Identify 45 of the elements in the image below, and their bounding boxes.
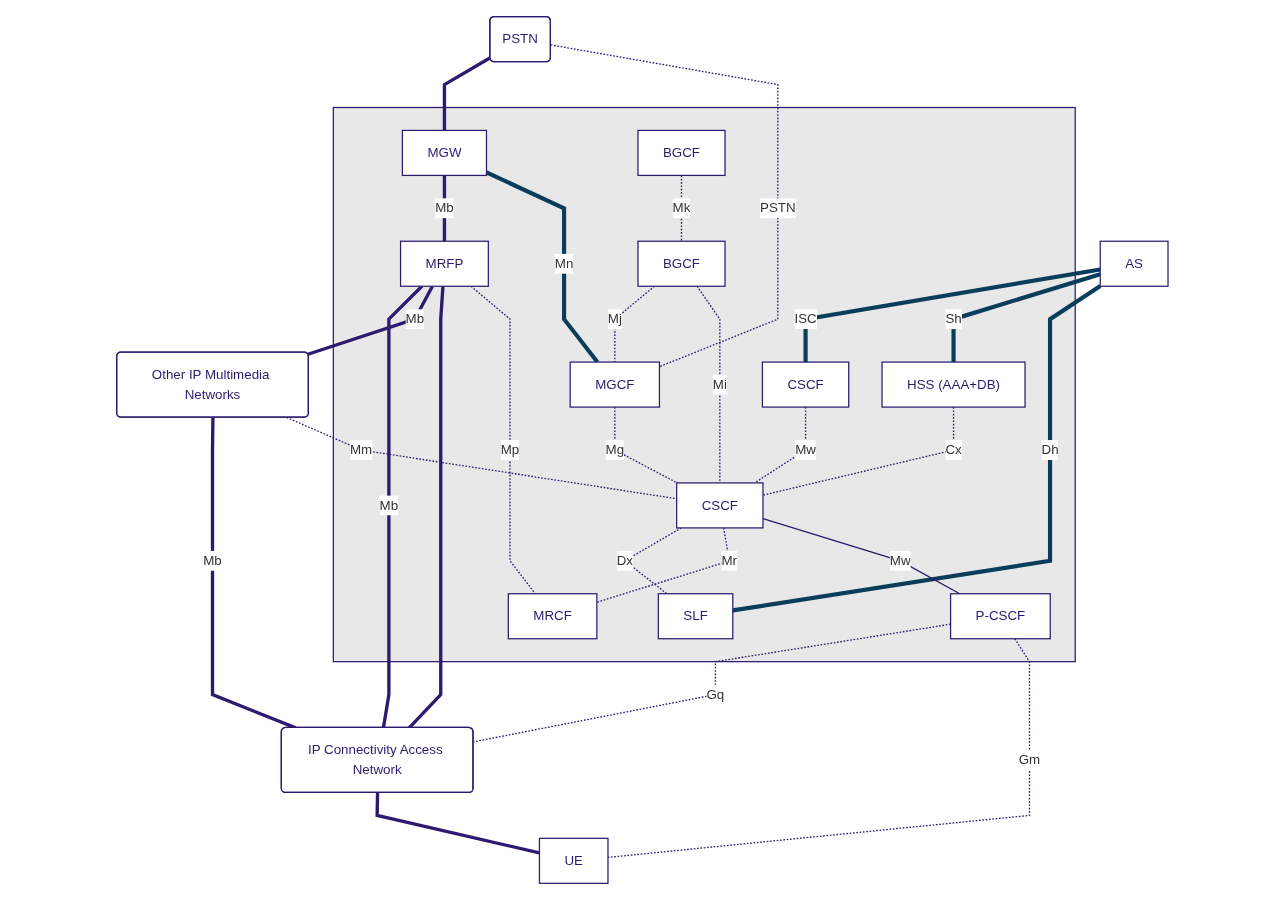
edge-label: PSTN [760,200,796,215]
cluster [332,106,1076,663]
node-box: BGCF [637,240,726,287]
node-box: P-CSCF [950,593,1051,640]
edge-label: Cx [945,442,962,457]
edge-label: Dh [1041,442,1059,457]
connector [375,792,540,855]
edge-label: Mm [350,442,373,457]
edge-label: Mn [554,256,574,271]
node-box: MGW [401,129,488,177]
node-box: BGCF [637,129,726,177]
node-box: CSCF [676,482,764,529]
node-box: HSS (AAA+DB) [881,361,1026,408]
node-box: SLF [657,593,734,640]
edge-label: Mp [500,442,520,457]
connector [803,267,1101,363]
edge-label: ISC [794,311,817,326]
edge-label: Mi [712,377,728,392]
edge-label: Mj [607,311,623,326]
edge-label: Mk [672,200,691,215]
edge-label: Gq [706,687,725,702]
connector [485,170,600,364]
connector [307,285,435,356]
edge-label: Mw [890,553,911,568]
edge-label: Mb [379,497,399,513]
connector [951,272,1101,363]
edge-label: Gm [1018,752,1041,767]
connector [696,285,721,484]
edge-label: Sh [945,311,962,326]
edge-label: Mg [605,442,625,457]
edge-label: Mb [203,553,222,568]
edge-label: Mw [795,442,817,457]
node-box: MRCF [507,593,598,640]
connector [732,284,1102,613]
edge-label: Mb [435,200,454,215]
node-box: CSCF [761,361,850,408]
edge-label: Dx [616,553,634,568]
node-box: MGCF [569,361,661,408]
node-box: MRFP [400,240,490,287]
node-box: AS [1099,240,1169,287]
edge-label: Mr [721,553,738,568]
node-box: UE [538,837,609,884]
edge-label: Mb [405,311,425,326]
connector [381,285,424,729]
connector [442,56,492,131]
